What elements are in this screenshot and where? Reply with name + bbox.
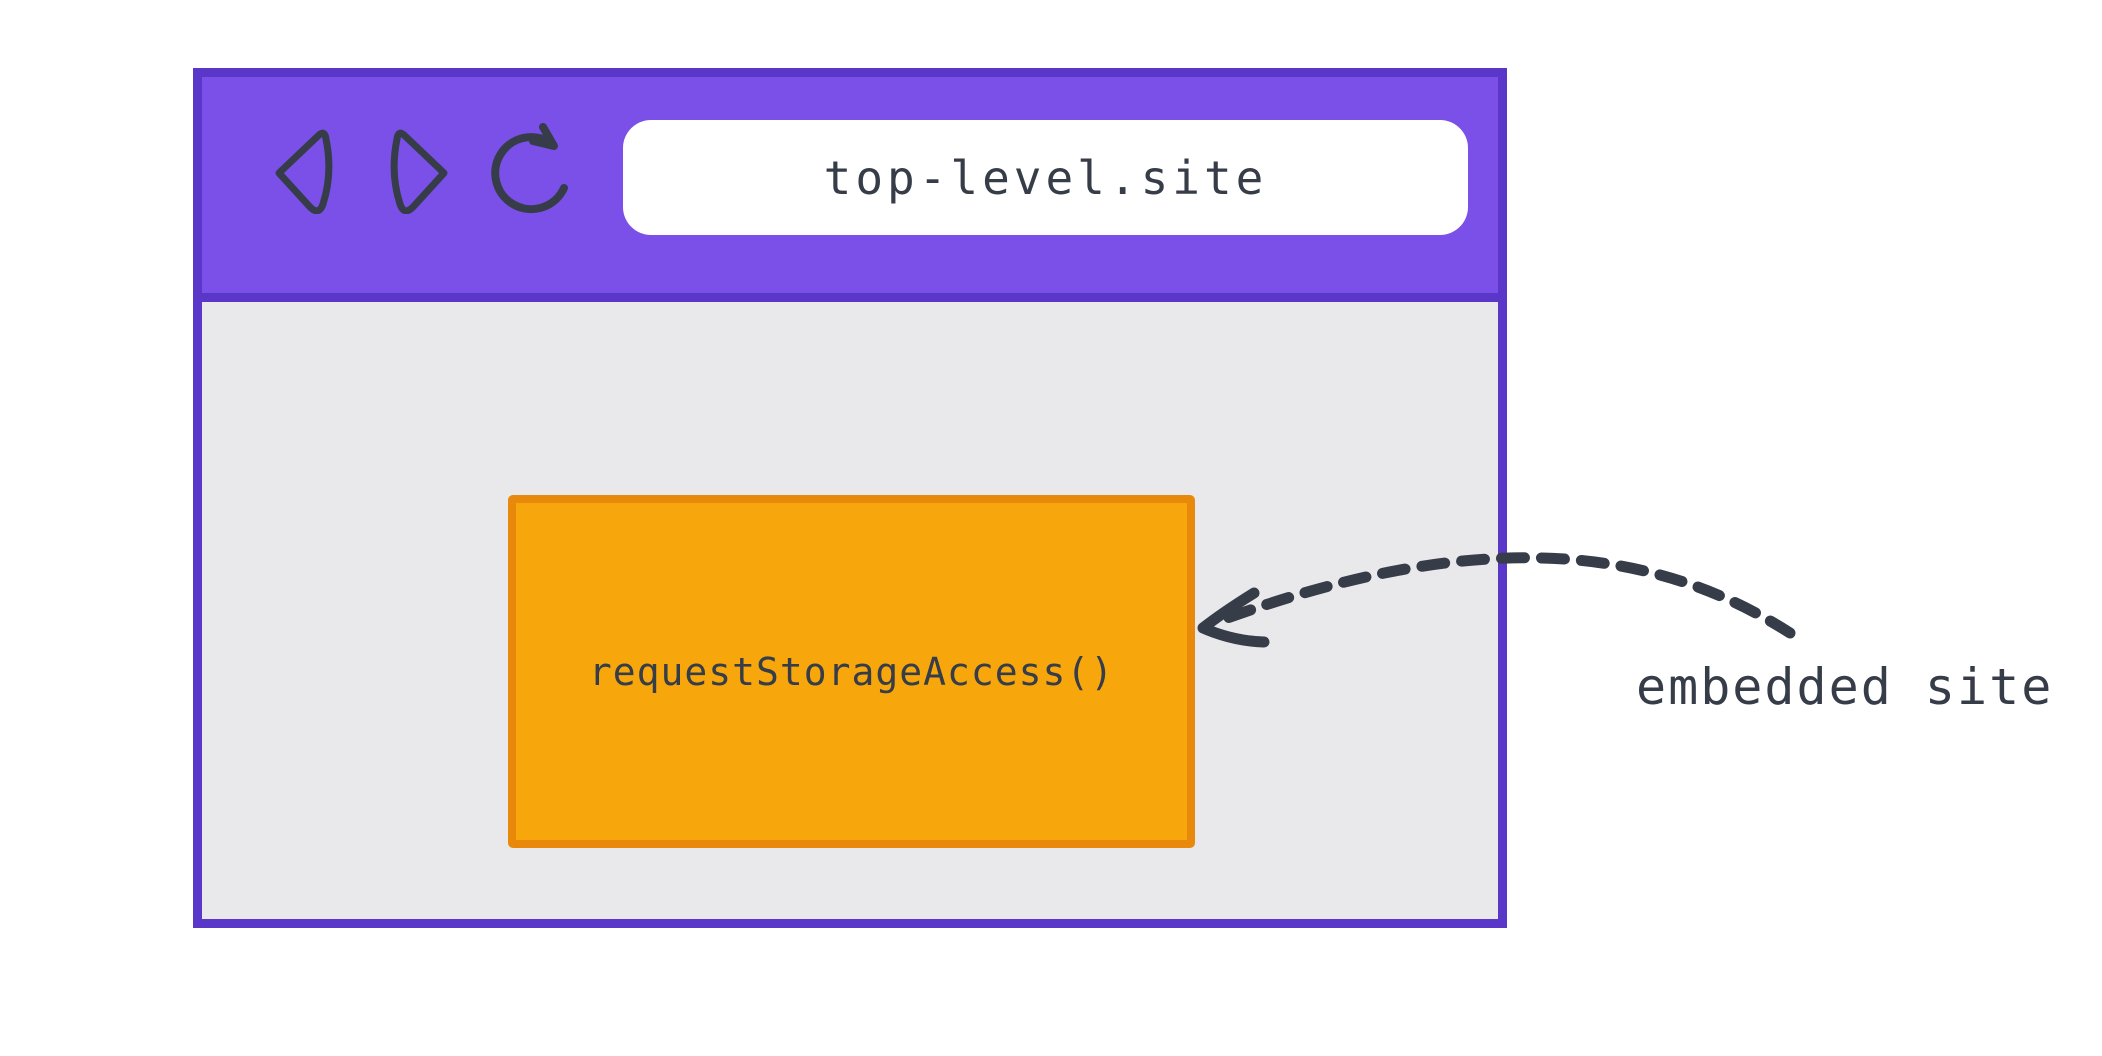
request-storage-access-label: requestStorageAccess() [588, 649, 1115, 694]
embedded-site-label: embedded site [1636, 658, 2054, 716]
address-bar[interactable]: top-level.site [623, 120, 1468, 235]
back-icon[interactable] [275, 128, 335, 214]
browser-toolbar: top-level.site [202, 77, 1498, 302]
reload-icon[interactable] [485, 121, 577, 217]
address-bar-url: top-level.site [823, 150, 1268, 205]
browser-window: top-level.site requestStorageAccess() [193, 68, 1507, 928]
embedded-iframe[interactable]: requestStorageAccess() [508, 495, 1195, 848]
forward-icon[interactable] [388, 128, 448, 214]
